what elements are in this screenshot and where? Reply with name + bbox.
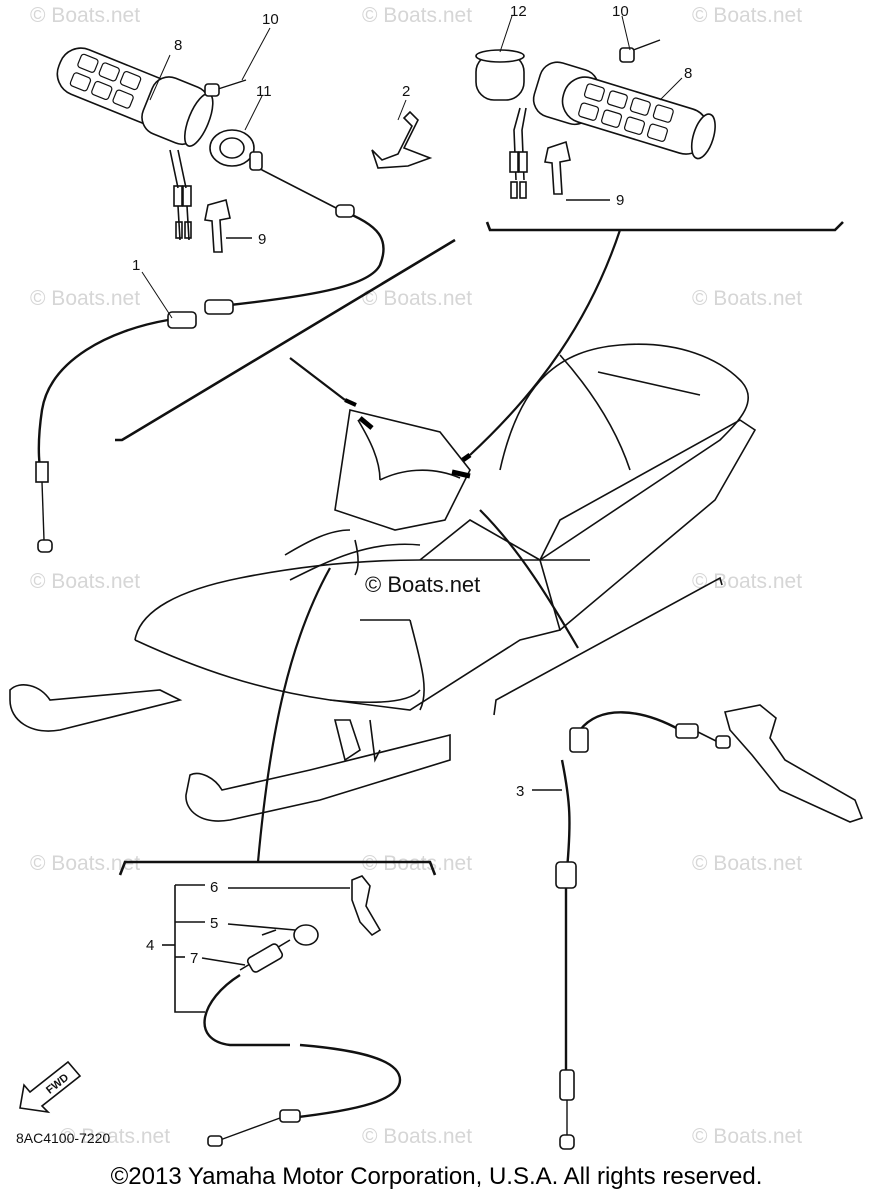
callout-8: 8	[684, 65, 692, 82]
callout-5: 5	[210, 915, 218, 932]
watermark: © Boats.net	[692, 852, 802, 875]
callout-8: 8	[174, 37, 182, 54]
watermark: © Boats.net	[692, 1125, 802, 1148]
callout-6: 6	[210, 879, 218, 896]
watermark: © Boats.net	[30, 570, 140, 593]
watermark: © Boats.net	[692, 287, 802, 310]
part-number: 8AC4100-7220	[16, 1130, 110, 1146]
callout-7: 7	[190, 950, 198, 967]
watermark: © Boats.net	[60, 1125, 170, 1148]
callout-3: 3	[516, 783, 524, 800]
watermark: © Boats.net	[692, 4, 802, 27]
left-grip-group	[35, 27, 456, 553]
callout-10: 10	[262, 11, 279, 28]
watermark-layer: © Boats.net © Boats.net © Boats.net © Bo…	[30, 4, 802, 1148]
watermark: © Boats.net	[362, 1125, 472, 1148]
left-handlebar-grip	[56, 47, 214, 147]
watermark: © Boats.net	[692, 570, 802, 593]
watermark: © Boats.net	[30, 287, 140, 310]
callout-11: 11	[256, 83, 272, 100]
callout-2: 2	[402, 83, 410, 100]
choke-group	[162, 875, 402, 1147]
parts-diagram: © Boats.net © Boats.net © Boats.net © Bo…	[9, 3, 864, 1150]
callout-1: 1	[132, 257, 140, 274]
watermark: © Boats.net	[30, 4, 140, 27]
callout-9: 9	[258, 231, 266, 248]
callout-12: 12	[510, 3, 527, 20]
watermark: © Boats.net	[362, 4, 472, 27]
right-grip-group	[458, 15, 844, 465]
snowmobile-illustration	[9, 343, 757, 876]
brake-group	[532, 704, 864, 1150]
fwd-arrow-icon: FWD	[19, 1060, 82, 1114]
center-watermark: © Boats.net	[365, 572, 480, 597]
right-handlebar-grip	[532, 61, 716, 160]
watermark: © Boats.net	[30, 852, 140, 875]
callout-9: 9	[616, 192, 624, 209]
copyright-notice: ©2013 Yamaha Motor Corporation, U.S.A. A…	[110, 1163, 763, 1190]
callout-4: 4	[146, 937, 154, 954]
watermark: © Boats.net	[362, 287, 472, 310]
callout-10: 10	[612, 3, 629, 20]
watermark: © Boats.net	[362, 852, 472, 875]
